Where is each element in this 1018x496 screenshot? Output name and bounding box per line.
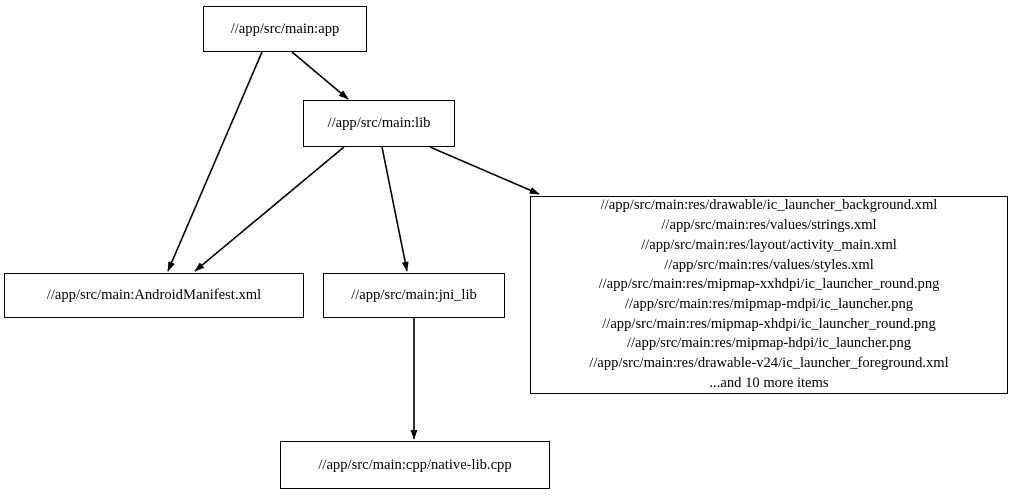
node-native-lib-cpp[interactable]: //app/src/main:cpp/native-lib.cpp (280, 441, 550, 489)
node-app-label: //app/src/main:app (230, 20, 340, 37)
node-lib[interactable]: //app/src/main:lib (303, 100, 455, 147)
edge-lib-to-manifest (194, 146, 345, 272)
node-resources-group-label: //app/src/main:res/drawable/ic_launcher_… (589, 197, 949, 391)
edge-app-to-manifest (167, 51, 263, 272)
node-jni-lib-label: //app/src/main:jni_lib (351, 287, 477, 304)
node-android-manifest[interactable]: //app/src/main:AndroidManifest.xml (4, 273, 304, 318)
edge-lib-to-resources (429, 146, 540, 195)
node-android-manifest-label: //app/src/main:AndroidManifest.xml (46, 287, 262, 304)
node-native-lib-cpp-label: //app/src/main:cpp/native-lib.cpp (318, 456, 512, 473)
edge-lib-to-jni-lib (381, 146, 409, 272)
node-jni-lib[interactable]: //app/src/main:jni_lib (323, 273, 505, 318)
edge-app-to-lib (291, 51, 349, 100)
node-lib-label: //app/src/main:lib (327, 115, 431, 132)
node-app[interactable]: //app/src/main:app (203, 6, 367, 52)
node-resources-group[interactable]: //app/src/main:res/drawable/ic_launcher_… (530, 196, 1008, 394)
